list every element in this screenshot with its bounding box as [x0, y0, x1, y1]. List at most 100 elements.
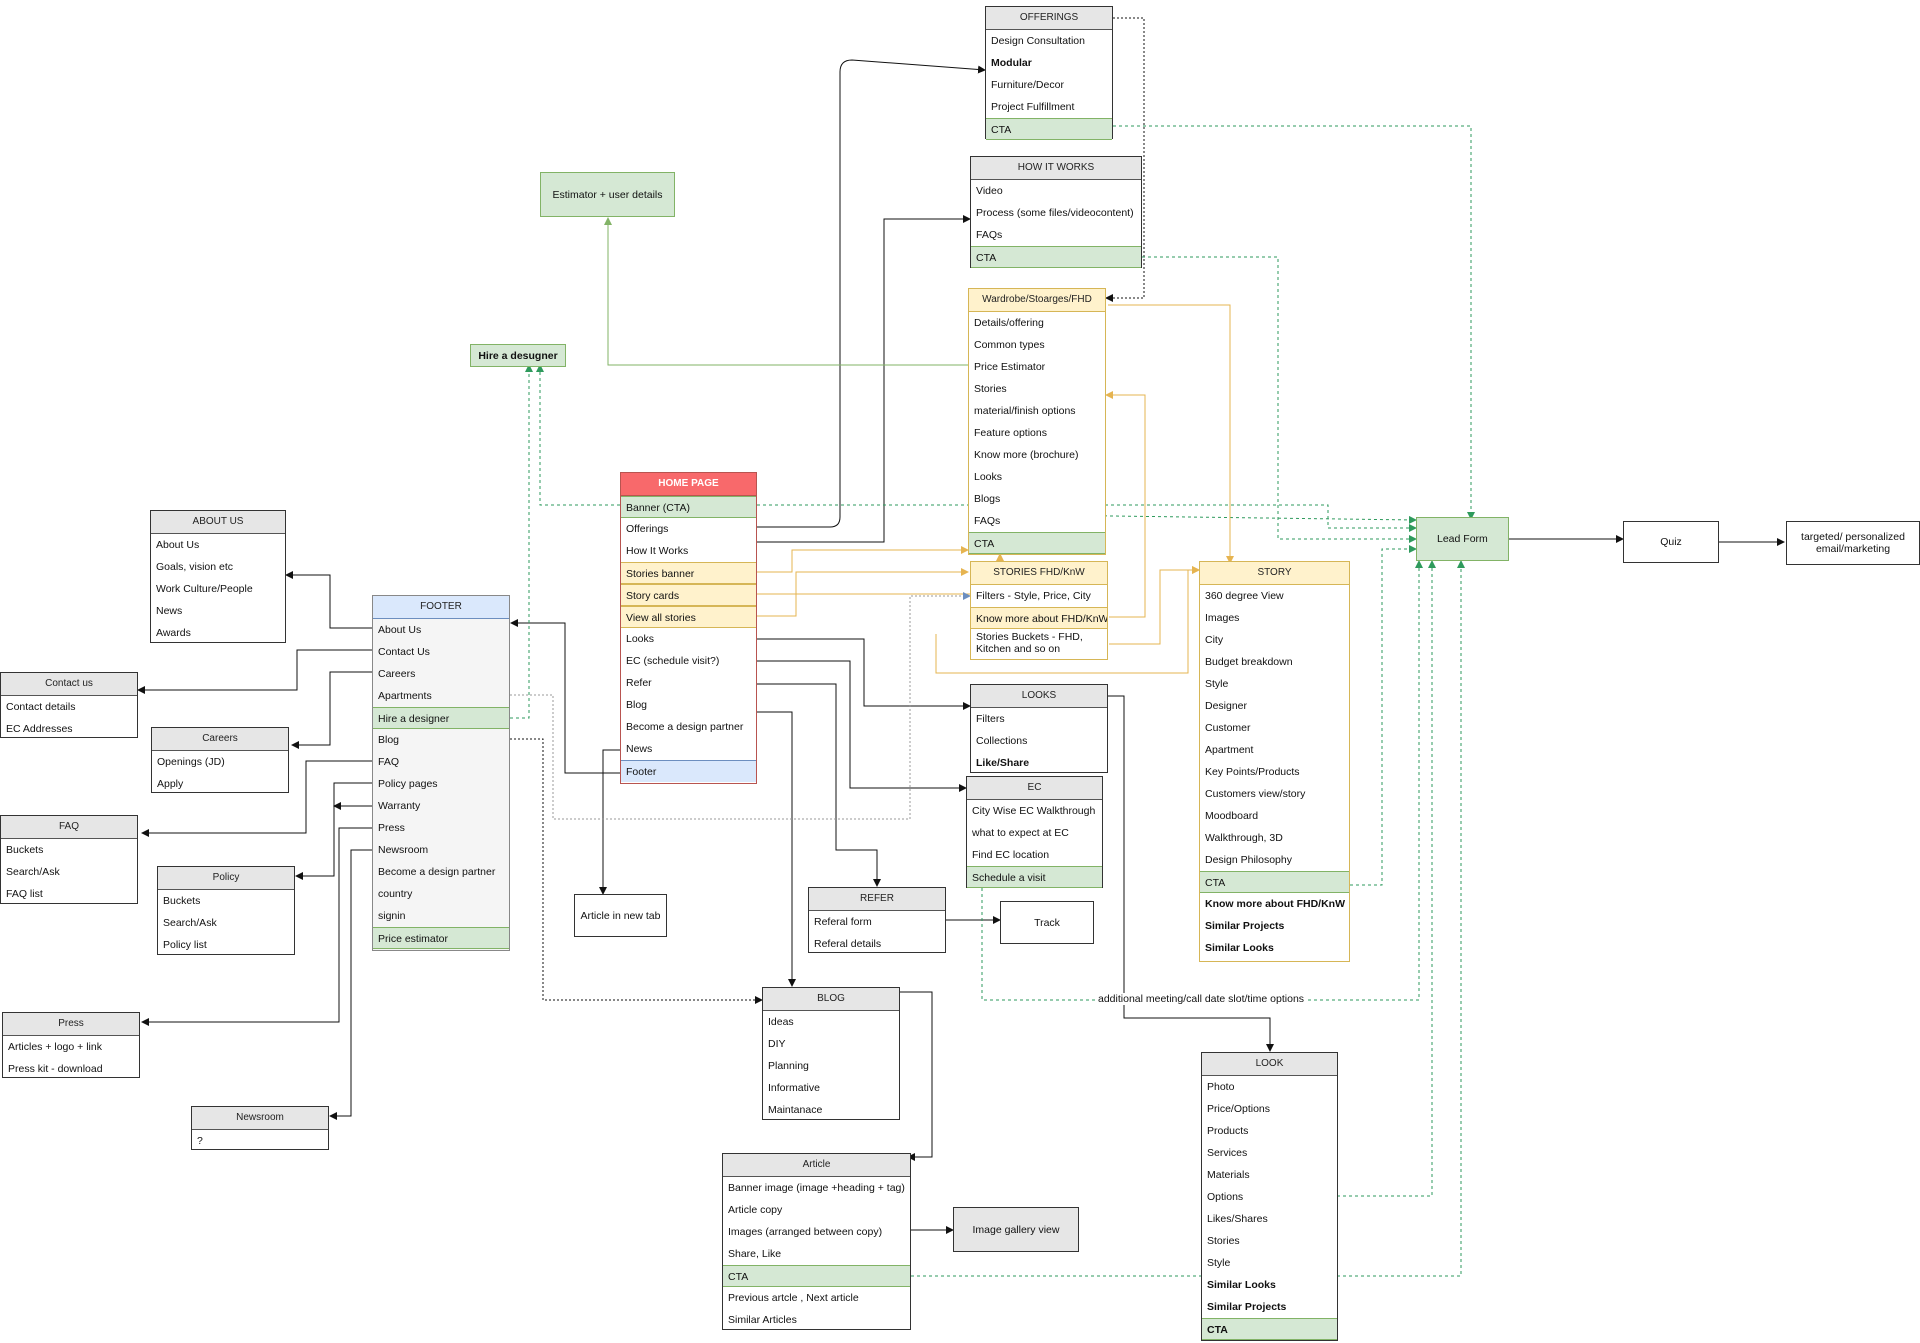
home-item: Become a design partner — [626, 721, 744, 733]
edge-offerings-cta-lead — [1113, 125, 1475, 520]
how-it-works-header: HOW IT WORKS — [971, 157, 1141, 180]
ec-item: Find EC location — [972, 849, 1050, 861]
offerings-item: Furniture/Decor — [991, 79, 1064, 91]
look-cta: CTA — [1202, 1318, 1337, 1340]
stories-table: STORIES FHD/KnW Filters - Style, Price, … — [970, 561, 1108, 660]
edge-price-estimator — [604, 217, 970, 366]
policy-item: Search/Ask — [163, 917, 217, 929]
press-item: Press kit - download — [8, 1063, 103, 1075]
edge-offerings — [757, 59, 986, 528]
offerings-item: Design Consultation — [991, 35, 1085, 47]
footer-item: Apartments — [378, 690, 432, 702]
edge-newsroom — [329, 849, 372, 1120]
wardrobe-item: Feature options — [974, 427, 1047, 439]
edge-contact — [137, 649, 372, 694]
offerings-item: Project Fulfillment — [991, 101, 1075, 113]
article-new-tab-box: Article in new tab — [574, 894, 667, 937]
offerings-header: OFFERINGS — [986, 7, 1112, 30]
edge-faq — [141, 760, 372, 837]
refer-item: Referal form — [814, 916, 872, 928]
footer-item: Press — [378, 822, 405, 834]
look-item: Options — [1207, 1191, 1244, 1203]
home-page-header: HOME PAGE — [621, 473, 756, 496]
home-item: Blog — [626, 699, 648, 711]
edge-view-all-stories — [757, 568, 969, 617]
story-cta: CTA — [1200, 871, 1349, 893]
edge-press — [141, 827, 372, 1026]
edge-look-cta-lead — [1337, 560, 1436, 1197]
article-item: Article copy — [728, 1204, 783, 1216]
stories-item: Filters - Style, Price, City — [976, 590, 1091, 602]
looks-item: Filters — [976, 713, 1005, 725]
policy-item: Policy list — [163, 939, 207, 951]
story-item: Similar Looks — [1205, 942, 1274, 954]
wardrobe-item: Blogs — [974, 493, 1001, 505]
look-item: Stories — [1207, 1235, 1240, 1247]
edge-news — [599, 749, 620, 895]
contact-item: EC Addresses — [6, 723, 73, 735]
edge-careers — [291, 671, 372, 749]
look-item: Materials — [1207, 1169, 1250, 1181]
faq-item: Buckets — [6, 844, 44, 856]
blog-table: BLOG Ideas DIY Planning Informative Main… — [762, 987, 900, 1120]
about-item: About Us — [156, 539, 200, 551]
stories-item: Stories Buckets - FHD, Kitchen and so on — [976, 631, 1083, 655]
article-item: Images (arranged between copy) — [728, 1226, 883, 1238]
footer-item: Blog — [378, 734, 400, 746]
look-header: LOOK — [1202, 1053, 1337, 1076]
edge-looks-look — [1108, 695, 1274, 1052]
edge-stories-banner — [757, 546, 969, 573]
footer-item-estimator: Price estimator — [373, 927, 509, 949]
edge-stories-know-more — [1105, 391, 1146, 618]
edge-footer-blog — [510, 738, 763, 1004]
careers-item: Openings (JD) — [157, 756, 225, 768]
about-us-header: ABOUT US — [151, 511, 285, 534]
how-it-works-item: Video — [976, 185, 1003, 197]
edge-apartments-stories — [510, 592, 971, 820]
press-item: Articles + logo + link — [8, 1041, 102, 1053]
about-item: Work Culture/People — [156, 583, 253, 595]
home-item-footer: Footer — [621, 760, 756, 782]
story-item: Style — [1205, 678, 1229, 690]
story-item: Budget breakdown — [1205, 656, 1293, 668]
footer-table: FOOTER About Us Contact Us Careers Apart… — [372, 595, 510, 951]
home-item: EC (schedule visit?) — [626, 655, 720, 667]
wardrobe-item: Common types — [974, 339, 1045, 351]
about-item: Goals, vision etc — [156, 561, 234, 573]
ec-header: EC — [967, 777, 1102, 800]
policy-header: Policy — [158, 867, 294, 890]
article-cta: CTA — [723, 1265, 910, 1287]
story-item: City — [1205, 634, 1224, 646]
offerings-table: OFFERINGS Design Consultation Modular Fu… — [985, 6, 1113, 140]
blog-item: DIY — [768, 1038, 786, 1050]
policy-table: Policy Buckets Search/Ask Policy list — [157, 866, 295, 955]
look-item: Similar Projects — [1207, 1301, 1287, 1313]
home-item: Looks — [626, 633, 655, 645]
stories-header: STORIES FHD/KnW — [971, 562, 1107, 585]
edge-blog-article — [900, 991, 933, 1161]
story-item: Know more about FHD/KnW — [1205, 898, 1345, 910]
looks-table: LOOKS Filters Collections Like/Share — [970, 684, 1108, 773]
footer-item: About Us — [378, 624, 422, 636]
home-item: Refer — [626, 677, 652, 689]
edge-offerings-wardrobe — [1105, 17, 1145, 302]
stories-item-know-more: Know more about FHD/KnW — [971, 607, 1107, 629]
footer-item: signin — [378, 910, 406, 922]
wardrobe-item: Details/offering — [974, 317, 1044, 329]
contact-item: Contact details — [6, 701, 76, 713]
article-item: Previous artcle , Next article — [728, 1292, 859, 1304]
estimator-box: Estimator + user details — [540, 172, 675, 217]
offerings-cta: CTA — [986, 118, 1112, 140]
story-header: STORY — [1200, 562, 1349, 585]
wardrobe-header: Wardrobe/Stoarges/FHD — [969, 289, 1105, 312]
look-item: Style — [1207, 1257, 1231, 1269]
blog-item: Informative — [768, 1082, 820, 1094]
wardrobe-item: FAQs — [974, 515, 1001, 527]
story-item: Customers view/story — [1205, 788, 1306, 800]
footer-item: Become a design partner — [378, 866, 496, 878]
hire-designer-box: Hire a desugner — [470, 344, 566, 367]
blog-item: Ideas — [768, 1016, 794, 1028]
wardrobe-cta: CTA — [969, 532, 1105, 554]
image-gallery-box: Image gallery view — [953, 1207, 1079, 1252]
